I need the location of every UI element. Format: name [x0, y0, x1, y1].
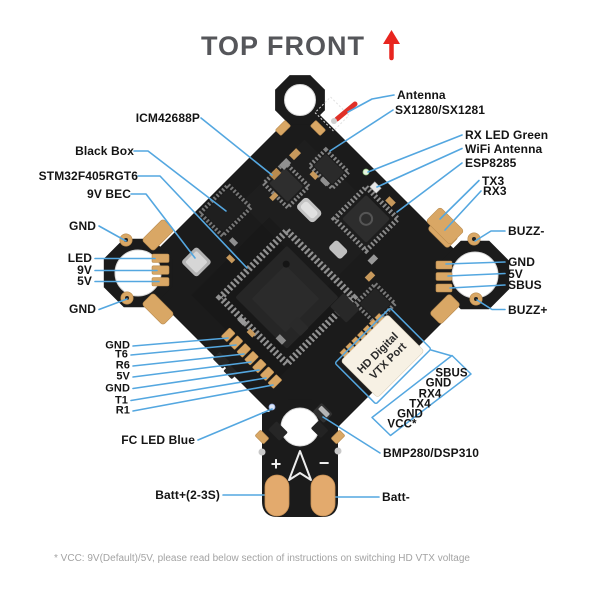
label-tx3: TX3: [482, 173, 505, 188]
callout-rx4: RX4: [418, 387, 442, 400]
wifi-antenna-part: [369, 181, 382, 194]
passives: [226, 148, 396, 345]
bec-inductor: [182, 247, 211, 277]
label-gnd-3: GND: [105, 339, 130, 352]
callout-vcc: VCC*: [387, 418, 417, 431]
label-stm32: STM32F405RGT6: [38, 169, 138, 183]
rx-antenna-red: [314, 96, 358, 132]
label-wifi-antenna: WiFi Antenna: [465, 141, 543, 156]
label-fc-led-blue: FC LED Blue: [121, 433, 195, 447]
label-r1: R1: [115, 404, 130, 417]
label-rx3: RX3: [483, 184, 507, 198]
callout-tx4: TX4: [409, 397, 431, 410]
callout-gnd-1: GND: [425, 376, 452, 389]
label-batt-minus: Batt-: [382, 490, 410, 504]
page-title: TOP FRONT: [201, 31, 366, 61]
mounting-hole-top: [284, 84, 316, 116]
label-9v-bec: 9V BEC: [87, 187, 131, 201]
label-t6: T6: [114, 348, 128, 361]
bmp280-sensor: [313, 403, 333, 423]
battery-pad-negative: [310, 474, 336, 517]
label-5v-r: 5V: [508, 266, 523, 281]
label-sbus-r: SBUS: [508, 278, 542, 292]
gold-pads: [142, 120, 464, 444]
label-esp8285: ESP8285: [465, 156, 517, 170]
battery-pads: [264, 474, 336, 517]
label-icm42688p: ICM42688P: [135, 111, 200, 125]
label-batt-plus: Batt+(2-3S): [155, 488, 220, 502]
plus-mark: +: [271, 454, 282, 474]
tab-components: [258, 421, 342, 456]
smd-components: [182, 139, 402, 423]
callout-gnd-2: GND: [397, 407, 423, 420]
leader-lines: [94, 94, 506, 498]
label-sx1280: SX1280/SX1281: [395, 103, 486, 117]
fc-led-blue-part: [268, 403, 276, 411]
label-antenna: Antenna: [397, 88, 446, 102]
round-gnd-pads: [119, 232, 483, 306]
brand-arrow-logo: [288, 450, 312, 481]
label-r6: R6: [115, 359, 130, 372]
vtx-callout-box: [334, 307, 432, 405]
battery-pad-positive: [264, 474, 290, 517]
label-t1: T1: [114, 394, 128, 406]
label-rx-led-green: RX LED Green: [465, 128, 549, 142]
label-buzz-plus: BUZZ+: [508, 302, 548, 317]
sx1280-chip: [306, 146, 352, 192]
up-arrow-icon: [383, 30, 400, 61]
label-9v: 9V: [77, 263, 92, 277]
label-gnd-r: GND: [508, 255, 535, 269]
uart-pad-row: [221, 327, 282, 389]
label-black-box: Black Box: [75, 144, 134, 158]
pin-callout-box: [371, 354, 472, 437]
esp8285-chip: [330, 183, 402, 255]
label-gnd-4: GND: [105, 382, 130, 394]
callout-sbus: SBUS: [435, 366, 468, 379]
label-gnd-1: GND: [69, 219, 96, 233]
label-5v-2: 5V: [116, 370, 130, 383]
label-led: LED: [67, 251, 92, 265]
label-5v-1: 5V: [77, 274, 92, 288]
label-gnd-2: GND: [69, 302, 96, 316]
minus-mark: −: [319, 453, 330, 473]
label-buzz-minus: BUZZ-: [508, 224, 545, 238]
label-bmp280: BMP280/DSP310: [383, 446, 480, 460]
stm32-chip: [215, 225, 359, 369]
footer-note: * VCC: 9V(Default)/5V, please read below…: [54, 553, 470, 564]
